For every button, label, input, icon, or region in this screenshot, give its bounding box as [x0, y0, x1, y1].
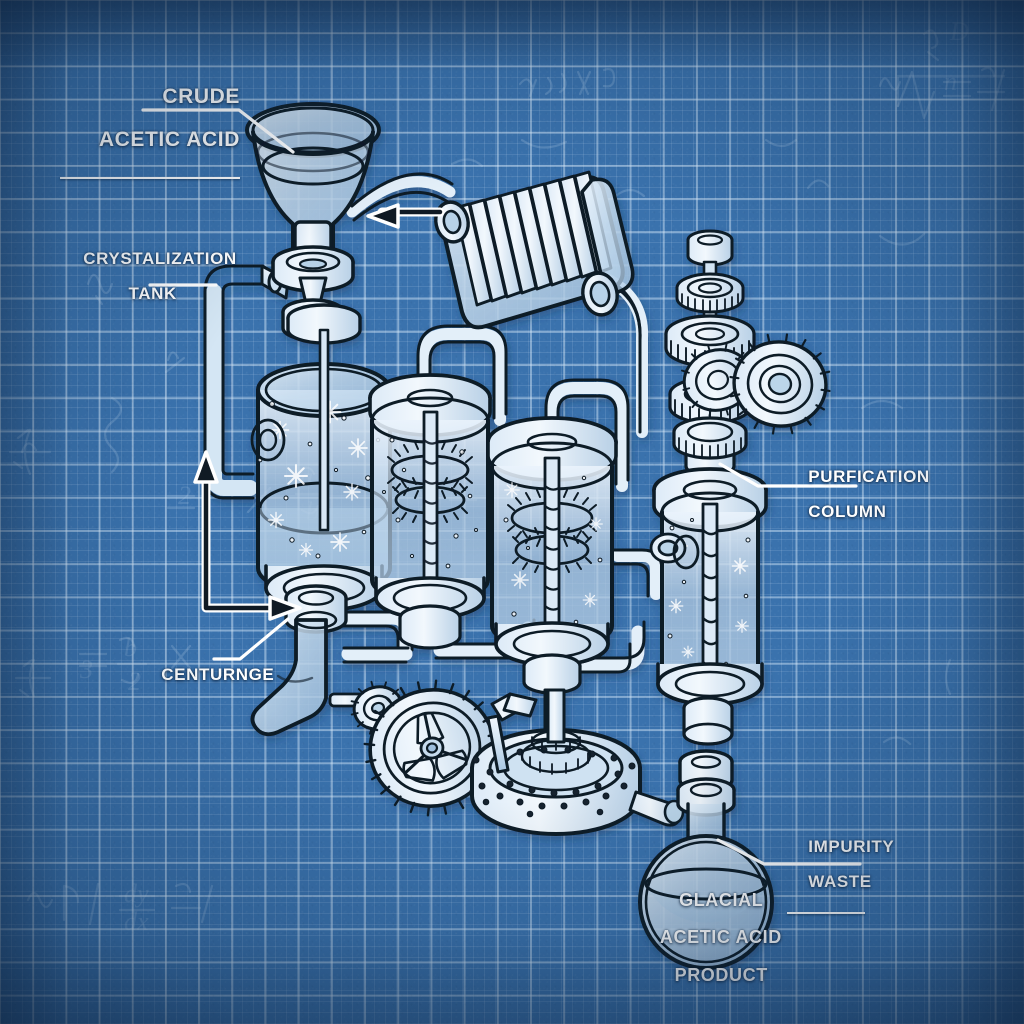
blueprint-canvas: 2 a b 3 b 2 dy dx n D [0, 0, 1024, 1024]
edge-shading [0, 0, 1024, 1024]
